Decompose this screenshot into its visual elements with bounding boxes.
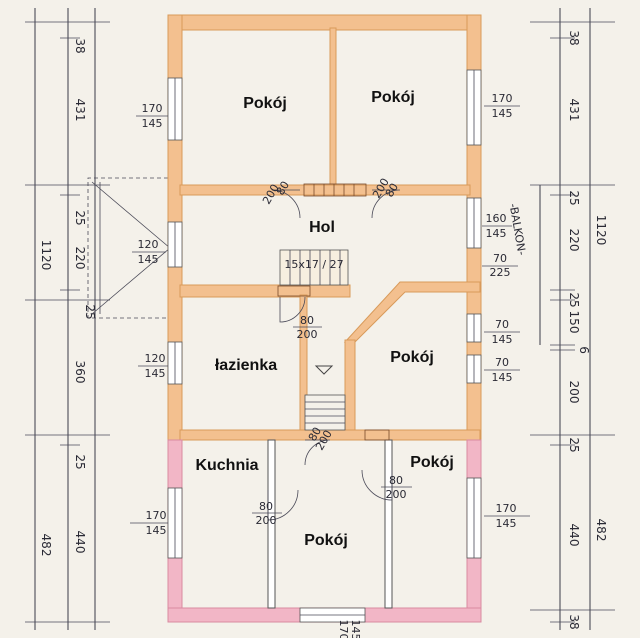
left-seg-7: 25 bbox=[73, 454, 87, 469]
win-top-left-h: 145 bbox=[142, 117, 163, 130]
room-label-top-right: Pokój bbox=[371, 89, 415, 106]
right-seg-10: 440 bbox=[567, 524, 581, 547]
left-seg-2: 431 bbox=[73, 99, 87, 122]
balcony-door-w: 70 bbox=[493, 252, 507, 265]
left-total-bottom: 482 bbox=[39, 534, 53, 557]
win-hall-right-w: 160 bbox=[486, 212, 507, 225]
left-dimension-chain: 1120 482 38 431 25 220 25 360 25 440 bbox=[25, 8, 110, 630]
win-mid-right-1-w: 70 bbox=[495, 318, 509, 331]
room-label-lower-right: Pokój bbox=[410, 454, 454, 471]
room-label-kitchen: Kuchnia bbox=[195, 457, 258, 474]
window-glazing-lines bbox=[174, 70, 475, 616]
room-label-bottom: Pokój bbox=[304, 532, 348, 549]
right-seg-7: 6 bbox=[577, 346, 591, 354]
win-hall-left-w: 120 bbox=[138, 238, 159, 251]
door-kitchen-h: 200 bbox=[256, 514, 277, 527]
right-seg-2: 431 bbox=[567, 99, 581, 122]
left-seg-6: 360 bbox=[73, 361, 87, 384]
room-label-top-left: Pokój bbox=[243, 95, 287, 112]
left-seg-3: 25 bbox=[73, 210, 87, 225]
right-seg-6: 150 bbox=[567, 311, 581, 334]
right-seg-11: 38 bbox=[567, 614, 581, 629]
win-bathroom-h: 145 bbox=[145, 367, 166, 380]
door-top-right-w: 80 bbox=[383, 181, 401, 200]
right-seg-9: 25 bbox=[567, 437, 581, 452]
win-kitchen-w: 170 bbox=[146, 509, 167, 522]
stair-label: 15x17 / 27 bbox=[284, 258, 343, 271]
right-total-bottom: 482 bbox=[594, 519, 608, 542]
door-lower-right-h: 200 bbox=[386, 488, 407, 501]
left-seg-8: 440 bbox=[73, 531, 87, 554]
right-seg-5: 25 bbox=[567, 292, 581, 307]
room-label-bathroom: łazienka bbox=[215, 357, 277, 374]
room-label-hall: Hol bbox=[309, 219, 335, 236]
win-mid-right-1-h: 145 bbox=[492, 333, 513, 346]
win-top-right-w: 170 bbox=[492, 92, 513, 105]
right-total-top: 1120 bbox=[594, 215, 608, 246]
win-mid-right-2-h: 145 bbox=[492, 371, 513, 384]
door-lower-right-w: 80 bbox=[389, 474, 403, 487]
right-seg-4: 220 bbox=[567, 229, 581, 252]
win-kitchen-h: 145 bbox=[146, 524, 167, 537]
vent-marks bbox=[277, 183, 390, 441]
right-dimension-chain: 1120 482 38 431 25 220 25 150 6 200 25 4… bbox=[530, 8, 615, 630]
stairs: 15x17 / 27 bbox=[279, 249, 349, 431]
room-label-middle-right: Pokój bbox=[390, 349, 434, 366]
door-kitchen-w: 80 bbox=[259, 500, 273, 513]
win-hall-left-h: 145 bbox=[138, 253, 159, 266]
win-top-right-h: 145 bbox=[492, 107, 513, 120]
right-seg-8: 200 bbox=[567, 381, 581, 404]
door-bathroom-w: 80 bbox=[300, 314, 314, 327]
right-seg-1: 38 bbox=[567, 30, 581, 45]
balcony-door-h: 225 bbox=[490, 266, 511, 279]
door-center-w: 80 bbox=[306, 425, 324, 444]
entry-porch bbox=[87, 177, 175, 319]
left-total-top: 1120 bbox=[39, 240, 53, 271]
win-bathroom-w: 120 bbox=[145, 352, 166, 365]
door-top-left-w: 80 bbox=[274, 179, 292, 198]
door-bathroom-h: 200 bbox=[297, 328, 318, 341]
left-seg-4: 220 bbox=[73, 247, 87, 270]
window-dimension-labels: 170 145 170 145 160 145 70 225 120 145 1… bbox=[130, 92, 530, 638]
left-seg-5: 25 bbox=[83, 304, 97, 319]
win-bottom-h: 145 bbox=[349, 620, 362, 638]
win-lower-right-w: 170 bbox=[496, 502, 517, 515]
win-hall-right-h: 145 bbox=[486, 227, 507, 240]
right-seg-3: 25 bbox=[567, 190, 581, 205]
door-swings bbox=[267, 189, 401, 521]
win-lower-right-h: 145 bbox=[496, 517, 517, 530]
win-top-left-w: 170 bbox=[142, 102, 163, 115]
win-mid-right-2-w: 70 bbox=[495, 356, 509, 369]
win-bottom-w: 170 bbox=[337, 620, 350, 638]
door-dimension-labels: 80 200 80 200 80 200 80 200 80 200 80 20… bbox=[252, 176, 412, 527]
left-seg-1: 38 bbox=[73, 38, 87, 53]
